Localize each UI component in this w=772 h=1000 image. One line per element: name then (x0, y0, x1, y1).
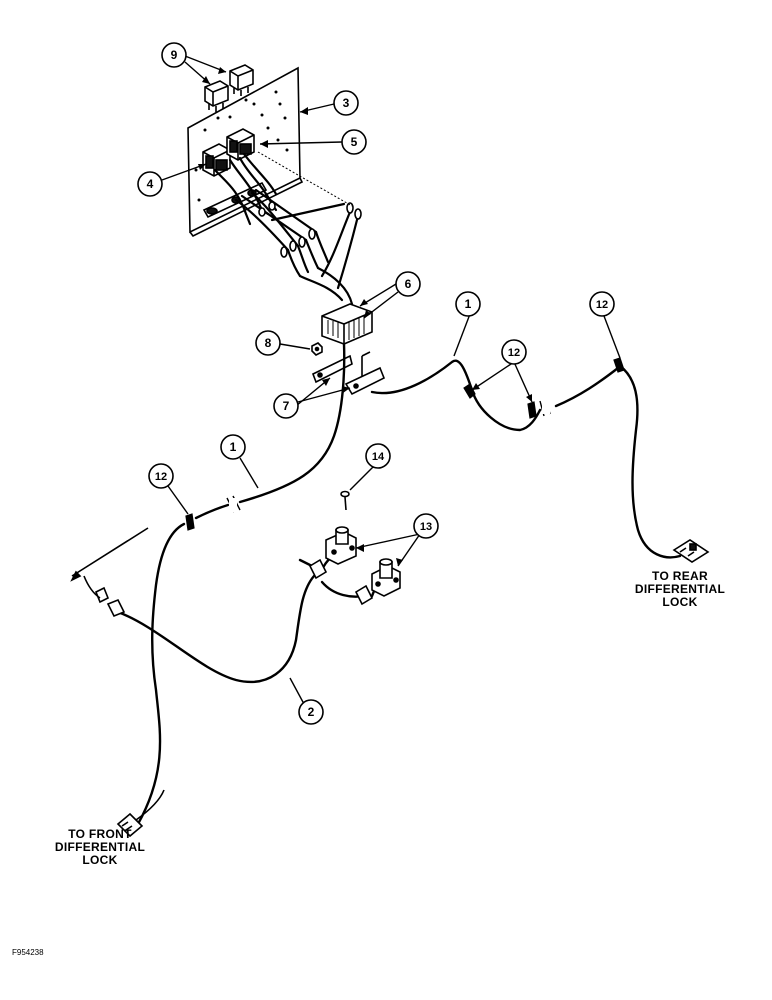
connector-front-lock (116, 789, 165, 838)
connector-front-harness (83, 575, 126, 618)
pressure-switch-right (371, 558, 401, 597)
ring-terminals (258, 201, 362, 258)
bracket-left (311, 354, 353, 384)
connector-switch-b (354, 584, 374, 606)
relay-left (204, 80, 229, 112)
callout-12c: 12 (596, 299, 608, 311)
callout-circle-5 (341, 129, 367, 155)
callout-7: 7 (283, 399, 290, 413)
rear-lock-label: TO REAR DIFFERENTIAL LOCK (618, 570, 742, 609)
front-lock-label: TO FRONT DIFFERENTIAL LOCK (38, 828, 162, 867)
front-label-line1: TO FRONT (68, 827, 132, 841)
callout-circles (137, 42, 615, 725)
connector-rear-lock (672, 539, 710, 563)
callout-circle-12b (501, 339, 527, 365)
callout-circle-1a (455, 291, 481, 317)
rear-label-line3: LOCK (662, 595, 698, 609)
callout-8: 8 (265, 336, 272, 350)
callout-13: 13 (420, 521, 432, 533)
callout-1b: 1 (230, 440, 237, 454)
callout-2: 2 (308, 705, 315, 719)
callout-circle-3 (333, 90, 359, 116)
connector-block (321, 303, 373, 345)
callout-9: 9 (171, 48, 178, 62)
callout-6: 6 (405, 277, 412, 291)
callout-circle-6 (395, 271, 421, 297)
rear-label-line1: TO REAR (652, 569, 708, 583)
screw (340, 490, 350, 511)
callout-circle-4 (137, 171, 163, 197)
relay-socket-left (202, 143, 231, 177)
nut (311, 342, 323, 356)
relay-socket-right (226, 128, 255, 161)
callout-circle-9 (161, 42, 187, 68)
callout-12b: 12 (508, 347, 520, 359)
callout-12a: 12 (155, 471, 167, 483)
callout-circle-12a (148, 463, 174, 489)
callout-1a: 1 (465, 297, 472, 311)
callout-circle-8 (255, 330, 281, 356)
relay-right (229, 64, 254, 96)
harness-main (136, 342, 682, 826)
front-label-line2: DIFFERENTIAL (54, 840, 146, 854)
cable-ties (185, 357, 625, 531)
tie-strap (70, 527, 149, 582)
callout-14: 14 (372, 451, 385, 463)
callout-5: 5 (351, 135, 358, 149)
callout-circle-1b (220, 434, 246, 460)
callout-circle-2 (298, 699, 324, 725)
arrowheads (198, 67, 532, 566)
callout-circle-7 (273, 393, 299, 419)
callout-3: 3 (343, 96, 350, 110)
bracket-right (344, 351, 386, 396)
callout-numbers: 9 3 5 4 6 8 7 1 12 12 1 12 14 13 2 (147, 48, 608, 719)
figure-id: F954238 (12, 948, 44, 957)
front-label-line3: LOCK (82, 853, 118, 867)
connector-switch-a (308, 558, 328, 580)
callout-circle-14 (365, 443, 391, 469)
callout-4: 4 (147, 177, 154, 191)
harness-breaks (226, 398, 551, 513)
callout-circle-13 (413, 513, 439, 539)
callout-circle-12c (589, 291, 615, 317)
pressure-switch-left (325, 526, 357, 565)
rear-label-line2: DIFFERENTIAL (634, 582, 726, 596)
